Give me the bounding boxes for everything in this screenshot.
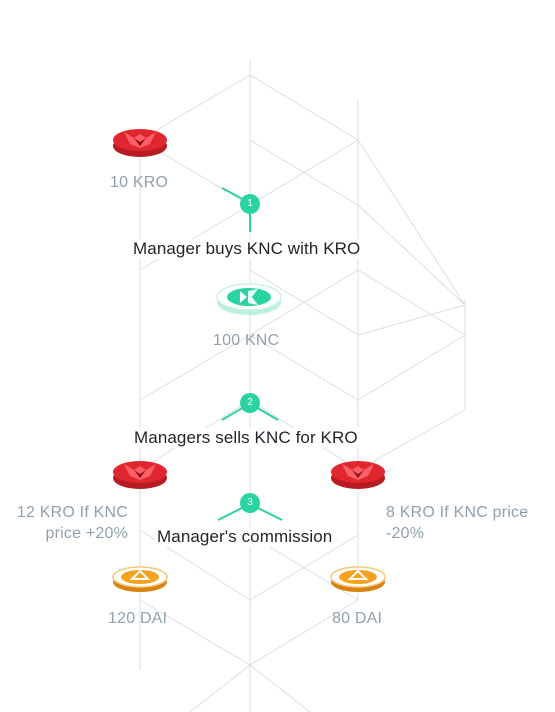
step-3-text: Manager's commission: [154, 527, 336, 547]
kro-start-amount: 10 KRO: [110, 174, 169, 191]
kro-down-amount: 8 KRO If KNC price -20%: [386, 504, 529, 542]
kro-token-icon: [113, 129, 167, 157]
dai-token-icon: [330, 566, 386, 592]
step-3-badge: 3: [240, 493, 260, 513]
knc-amount: 100 KNC: [213, 332, 280, 349]
knc-token-icon: [216, 283, 282, 315]
step-2-badge: 2: [240, 393, 260, 413]
kro-token-icon: [113, 461, 167, 489]
dai-token-icon: [112, 566, 168, 592]
step-2-text: Managers sells KNC for KRO: [131, 428, 361, 448]
dai-down-amount: 80 DAI: [332, 610, 383, 627]
dai-up-amount: 120 DAI: [108, 610, 168, 627]
step-1-badge: 1: [240, 194, 260, 214]
kro-token-icon: [331, 461, 385, 489]
kro-up-amount: 12 KRO If KNC price +20%: [16, 504, 128, 542]
step-1-text: Manager buys KNC with KRO: [130, 239, 364, 259]
